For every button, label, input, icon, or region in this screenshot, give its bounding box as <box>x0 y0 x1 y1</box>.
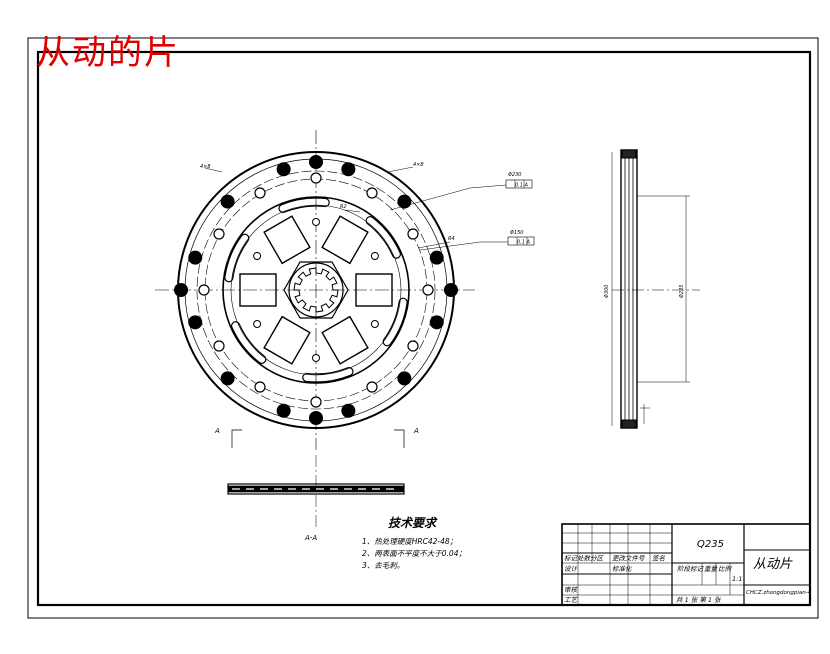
outer-rivet-hole <box>276 403 291 418</box>
hub-rivet-hole <box>370 320 379 328</box>
inner-rivet-hole <box>310 172 322 184</box>
inner-rivet-hole <box>213 340 225 352</box>
note-1: 1、热处理硬度HRC42-48； <box>362 537 457 546</box>
callout-hole-left: 4×8 <box>200 164 211 170</box>
sheet-info: 共 1 张 第 1 张 <box>676 596 722 604</box>
callout-tol-2-ref: 0.1 A <box>517 240 531 246</box>
callout-slot-a: R2 <box>340 204 347 210</box>
outer-rivet-hole <box>341 403 356 418</box>
stage-label: 阶段标记 <box>677 565 705 573</box>
outer-rivet-hole <box>174 283 188 297</box>
outer-rivet-hole <box>429 250 444 265</box>
spring-window <box>321 315 369 365</box>
inner-rivet-hole <box>422 284 434 296</box>
inner-plate <box>222 196 410 384</box>
note-2: 2、两表面不平度不大于0.04； <box>362 549 466 558</box>
row-label-design: 设计 <box>564 565 579 573</box>
callout-slot-b: R4 <box>448 236 455 242</box>
hub-rivet-hole <box>370 252 379 260</box>
outer-rivet-hole <box>397 194 412 209</box>
hub-rivet-hole <box>312 218 320 226</box>
hub-hexagon <box>283 261 349 319</box>
inner-rivet-hole <box>366 381 378 393</box>
arc-slot <box>302 367 354 383</box>
front-view <box>155 130 475 450</box>
inner-rivet-hole <box>213 228 225 240</box>
outer-rivet-hole <box>444 283 458 297</box>
outer-rivet-hole <box>397 371 412 386</box>
row-label-revision: 标记处数分区 <box>564 555 605 563</box>
outer-rivet-hole <box>276 162 291 177</box>
arc-slot <box>365 216 401 259</box>
arc-slot <box>278 197 330 213</box>
section-label-left: A <box>214 427 220 435</box>
material: Q235 <box>697 539 724 550</box>
row-field-signature: 签名 <box>652 555 666 563</box>
spring-window <box>355 273 393 307</box>
outer-rivet-hole <box>341 162 356 177</box>
note-3: 3、去毛刺。 <box>362 561 404 570</box>
scale-value: 1:1 <box>732 575 742 583</box>
arc-slot <box>224 233 250 283</box>
inner-rivet-hole <box>407 340 419 352</box>
row-field-change: 更改文件号 <box>612 555 645 563</box>
hub-rivet-hole <box>312 354 320 362</box>
row-label-review: 审核 <box>564 586 579 594</box>
callout-hole-right: 4×8 <box>413 162 424 168</box>
arc-slot <box>382 297 408 347</box>
outer-rivet-hole <box>309 411 323 425</box>
outer-rivet-hole <box>188 315 203 330</box>
callout-tol-2: Φ150 <box>510 230 523 236</box>
spring-window <box>239 273 277 307</box>
outer-rivet-hole <box>220 194 235 209</box>
section-view <box>227 429 405 528</box>
hub-rivet-hole <box>253 252 262 260</box>
weight-label: 重量 <box>704 565 719 573</box>
part-name: 从动片 <box>753 557 793 572</box>
side-dia-outer: Φ300 <box>604 285 610 298</box>
inner-rivet-hole <box>310 396 322 408</box>
inner-rivet-hole <box>198 284 210 296</box>
hub-rivet-hole <box>253 320 262 328</box>
outer-rivet-hole <box>220 371 235 386</box>
rivet-holes <box>174 155 458 425</box>
drawing-number: CHCZ.zhongdongpian-4 <box>746 590 812 596</box>
inner-rivet-hole <box>254 381 266 393</box>
spring-window <box>321 215 369 265</box>
side-view <box>611 149 700 429</box>
callout-tol-1: Φ230 <box>508 172 521 178</box>
notes-title: 技术要求 <box>388 516 438 530</box>
outer-rivet-hole <box>429 315 444 330</box>
inner-frame <box>36 50 812 607</box>
side-dia-inner: Φ235 <box>679 285 685 298</box>
arc-slots <box>224 197 408 383</box>
spring-window <box>263 215 311 265</box>
spring-window <box>263 315 311 365</box>
outer-rivet-hole <box>188 250 203 265</box>
arc-slot <box>231 321 267 364</box>
callout-tol-1-ref: 0.1 A <box>515 183 529 189</box>
spline-profile <box>293 267 339 313</box>
leaders <box>204 166 535 251</box>
row-label-process: 工艺 <box>564 596 579 604</box>
outer-rivet-hole <box>309 155 323 169</box>
section-view-label: A-A <box>304 534 317 542</box>
inner-rivet-hole <box>366 187 378 199</box>
section-label-right: A <box>413 427 419 435</box>
watermark-title: 从动的片 <box>36 33 180 73</box>
spring-windows <box>239 215 393 365</box>
scale-label: 比例 <box>718 565 733 573</box>
inner-rivet-hole <box>254 187 266 199</box>
hub-spline <box>293 267 339 313</box>
outer-border <box>27 37 819 619</box>
row-field-standard: 标准化 <box>612 565 633 573</box>
inner-rivet-hole <box>407 228 419 240</box>
title-block <box>561 523 811 606</box>
